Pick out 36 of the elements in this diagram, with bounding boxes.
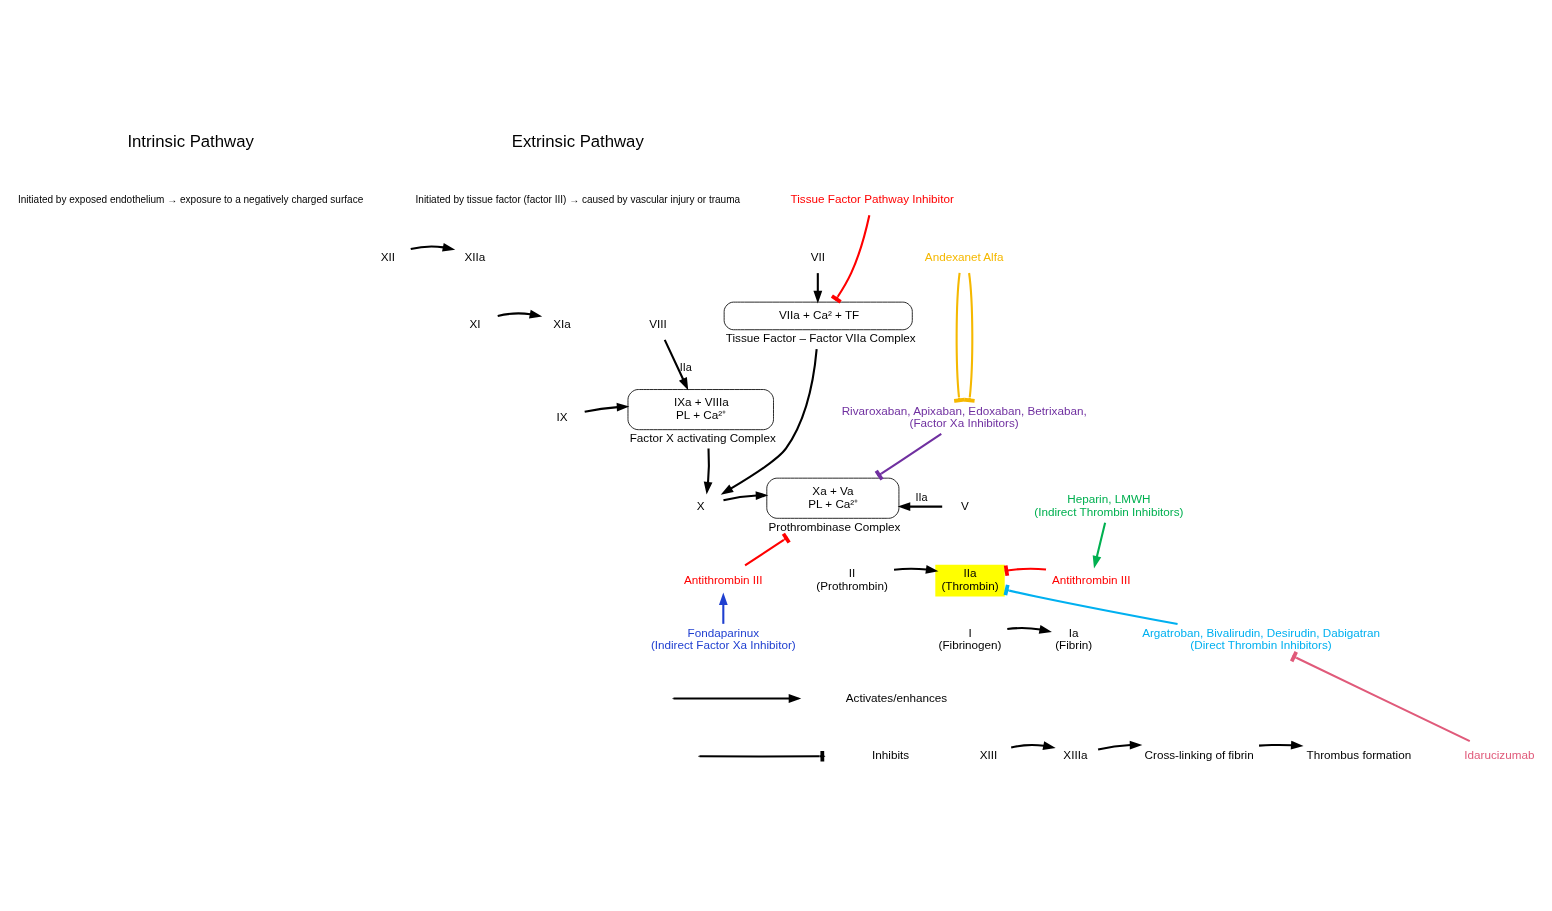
node-text: Thrombus formation xyxy=(1306,747,1412,761)
node-text: IX xyxy=(556,409,568,423)
node-text: Tissue Factor Pathway Inhibitor xyxy=(790,191,954,205)
node-text: Fondaparinux (Indirect Factor Xa Inhibitor) xyxy=(650,625,796,651)
node-text: Cross-linking of fibrin xyxy=(1144,747,1254,761)
node-text: VII xyxy=(810,249,825,263)
node-text: XIIa xyxy=(464,249,486,263)
edge-label: IIa xyxy=(679,360,692,373)
node-text: X xyxy=(696,498,705,512)
node-text: XIa xyxy=(553,316,571,330)
node-text: Rivaroxaban, Apixaban, Edoxaban, Betrixaban, (Factor Xa Inhibitors) xyxy=(841,403,1087,429)
node-text: Andexanet Alfa xyxy=(924,249,1004,263)
node-text: V xyxy=(961,498,969,512)
node-label: Prothrombinase Complex xyxy=(768,519,901,533)
node-text: Idarucizumab xyxy=(1464,747,1535,761)
node-text: VIII xyxy=(649,316,667,330)
node-text: Antithrombin III xyxy=(1051,572,1131,586)
node-text: Argatroban, Bivalirudin, Desirudin, Dabigatran (Direct Thrombin Inhibitors) xyxy=(1142,625,1380,651)
node-text: I (Fibrinogen) xyxy=(938,625,1002,651)
label: Intrinsic Pathway xyxy=(127,131,254,151)
legend-label: Inhibits xyxy=(872,747,910,761)
legend-label: Activates/enhances xyxy=(845,690,948,704)
edge-label: IIa xyxy=(915,490,928,503)
node-label: Tissue Factor – Factor VIIa Complex xyxy=(725,330,916,344)
node-text: Heparin, LMWH (Indirect Thrombin Inhibitors) xyxy=(1034,491,1184,518)
node-text: XIII xyxy=(979,747,998,761)
node-text: XII xyxy=(380,249,396,263)
node-label: Factor X activating Complex xyxy=(629,430,776,444)
node-text: Antithrombin III xyxy=(684,572,763,586)
label: Extrinsic Pathway xyxy=(511,131,644,151)
node-text: XIIIa xyxy=(1063,747,1088,761)
node-text: II (Prothrombin) xyxy=(816,565,888,592)
node-text: Ia (Fibrin) xyxy=(1055,625,1093,651)
label: Initiated by exposed endothelium → exposure to a negatively charged surface xyxy=(18,193,364,205)
label: Initiated by tissue factor (factor III) → caused by vascular injury or trauma xyxy=(415,193,741,205)
node-text: XI xyxy=(469,316,481,330)
